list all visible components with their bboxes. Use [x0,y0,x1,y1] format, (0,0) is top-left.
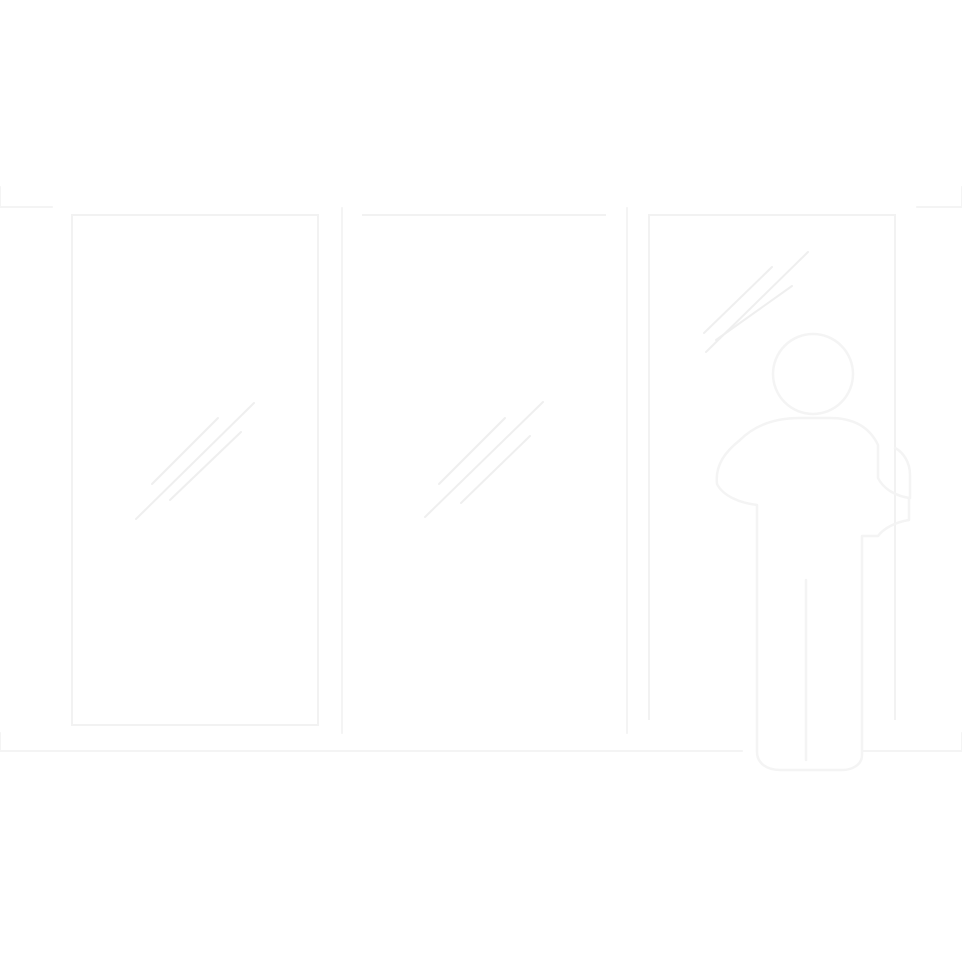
middle-pane [362,214,606,518]
person-icon [715,332,912,772]
person-body [715,416,911,772]
left-pane [71,214,319,726]
right-pane [648,214,896,720]
person-arm [893,446,912,500]
middle-pane-reflection-icon [424,401,544,518]
window-frame [0,186,962,752]
left-pane-reflection-icon [135,402,255,520]
person-head [771,332,855,416]
right-pane-reflection-icon [703,251,809,353]
